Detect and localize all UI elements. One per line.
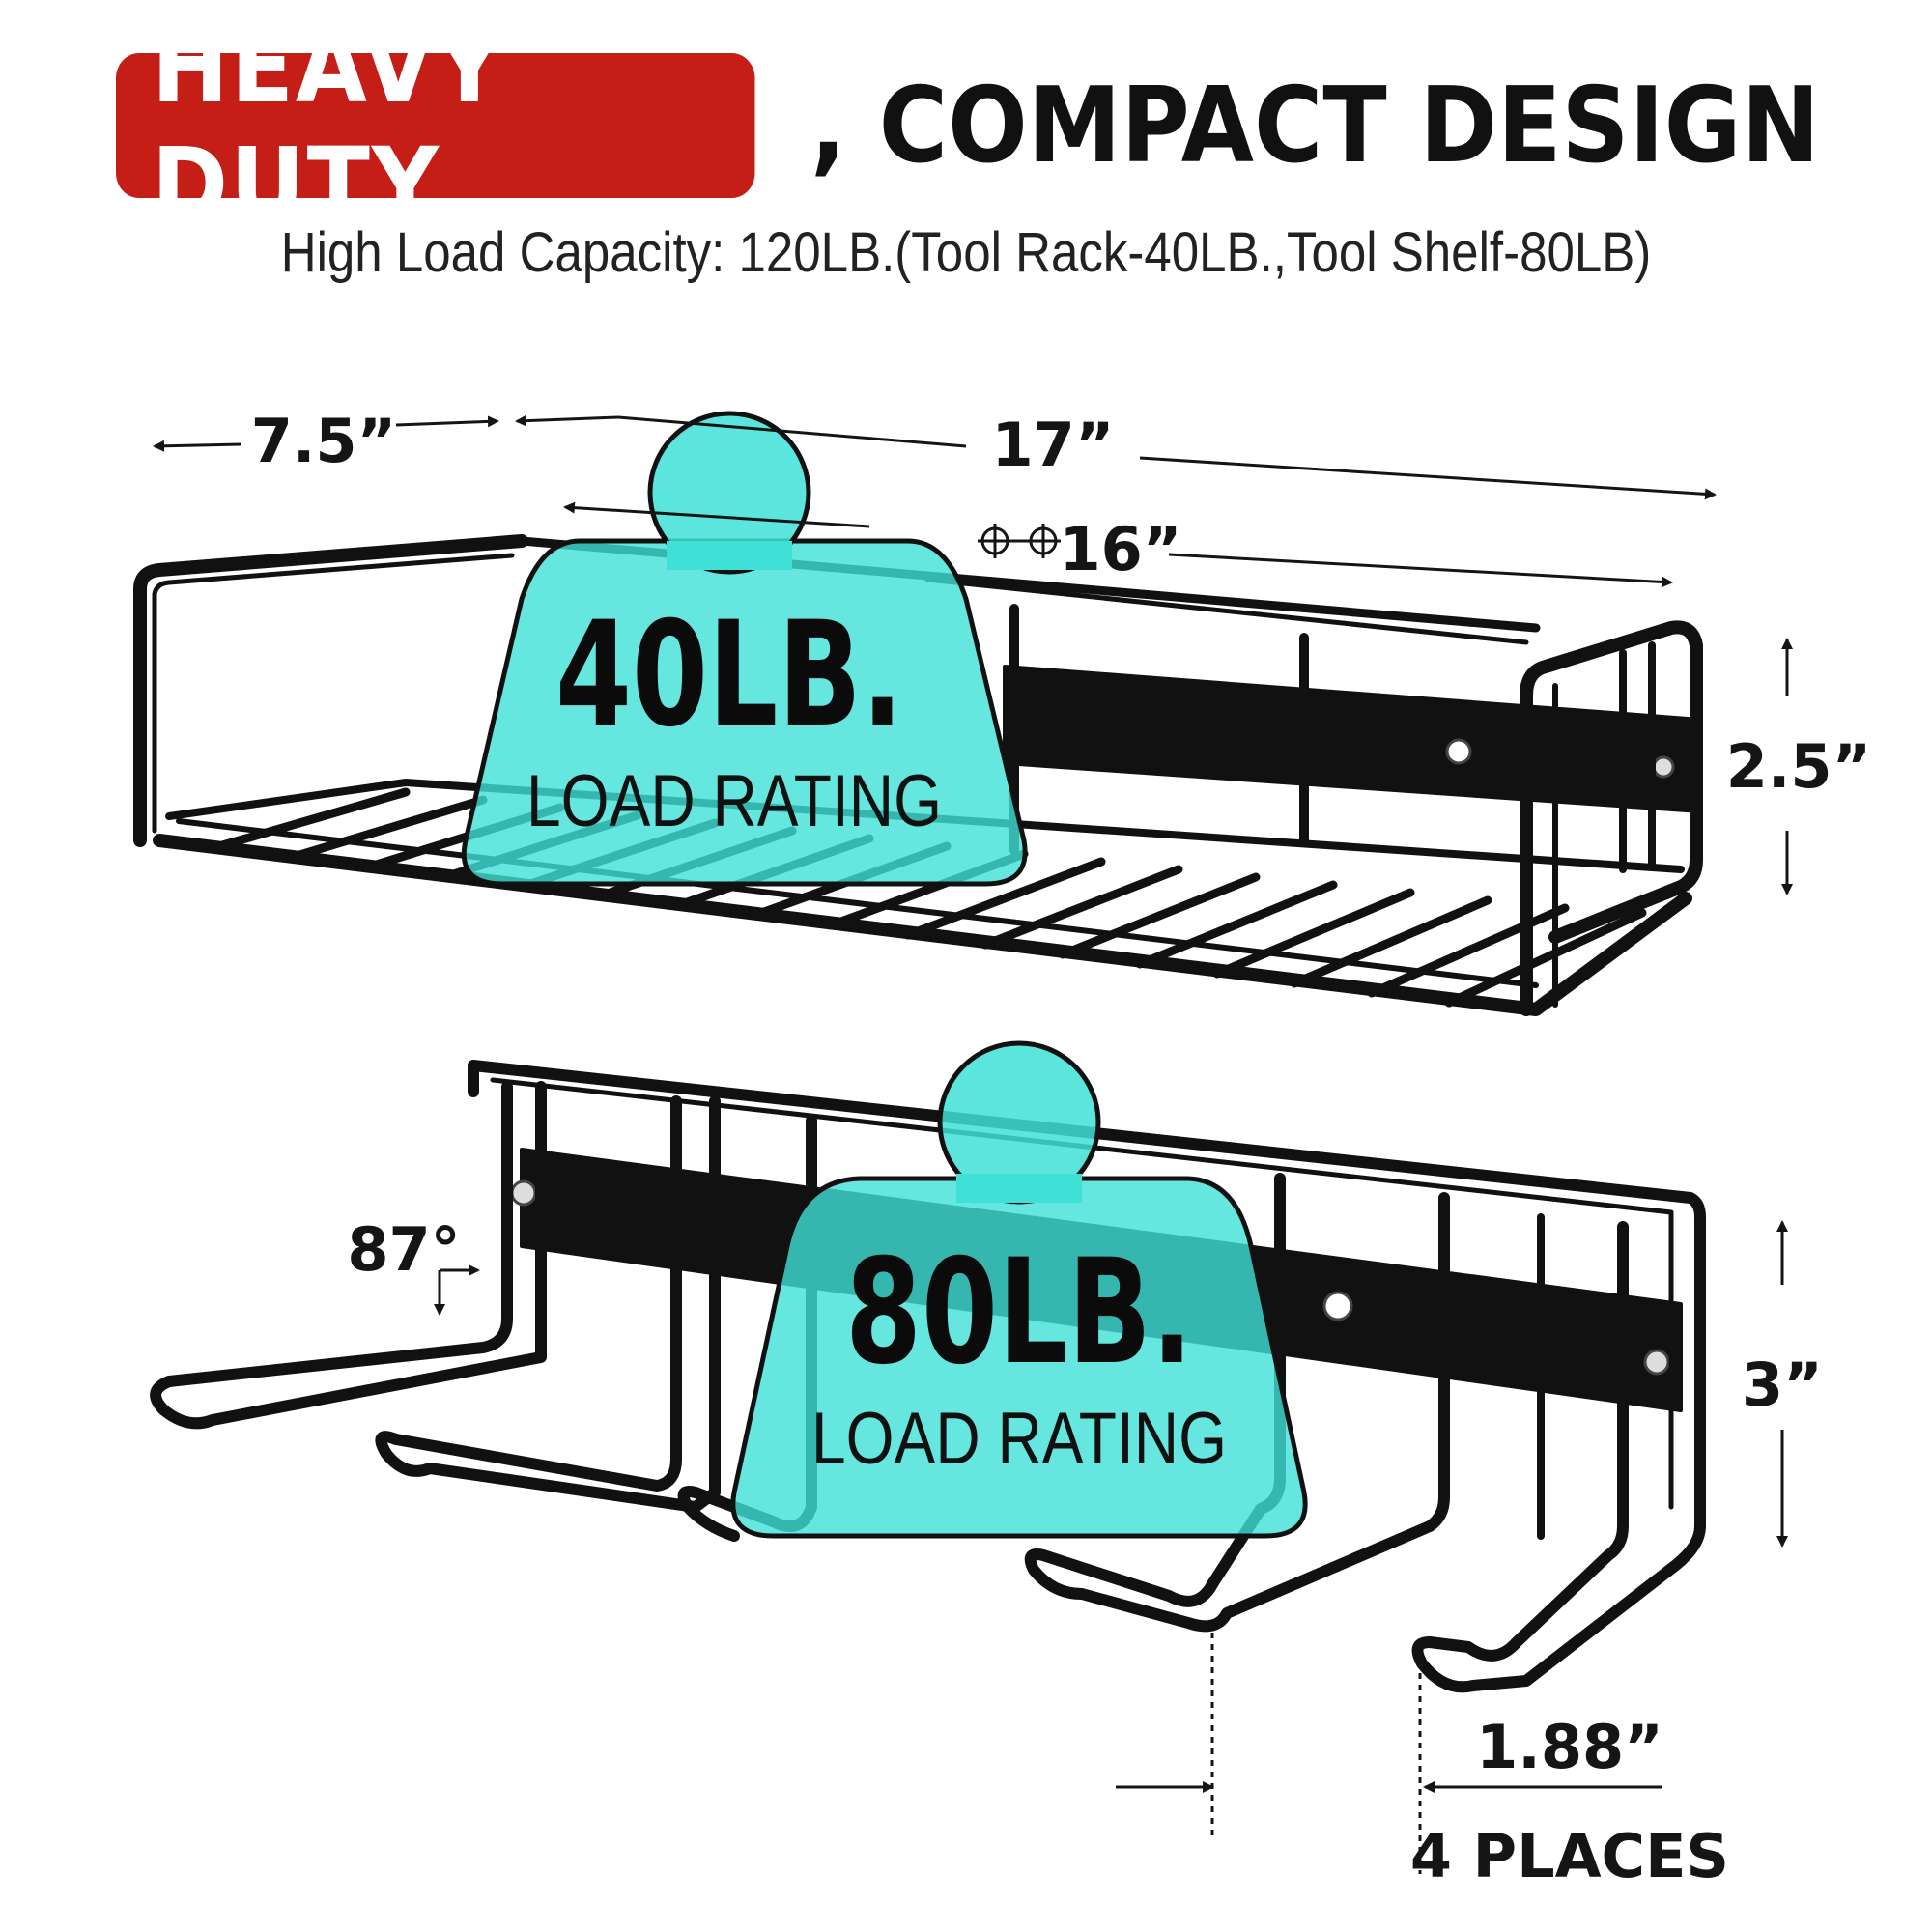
rack-angle-label: 87° bbox=[347, 1214, 460, 1285]
shelf-depth-label: 7.5” bbox=[251, 406, 397, 476]
hole-spacing-target-icon bbox=[978, 524, 1061, 558]
rack-gap-note: 4 PLACES bbox=[1410, 1821, 1729, 1891]
wire-shelf-illustration bbox=[133, 534, 1703, 1016]
load-capacity-subtitle: High Load Capacity: 120LB.(Tool Rack-40L… bbox=[280, 221, 1652, 284]
rack-gap-label: 1.88” bbox=[1476, 1712, 1663, 1782]
rack-height-label: 3” bbox=[1742, 1350, 1823, 1420]
weight-icon-40lb bbox=[461, 411, 1028, 887]
rack-load-rating-label: LOAD RATING bbox=[811, 1398, 1227, 1480]
shelf-hole-spacing-label: 16” bbox=[1059, 514, 1181, 584]
shelf-weight-value: 40LB. bbox=[555, 591, 903, 759]
shelf-load-rating-label: LOAD RATING bbox=[526, 760, 942, 842]
shelf-height-label: 2.5” bbox=[1726, 731, 1872, 802]
weight-icon-80lb bbox=[730, 1040, 1308, 1539]
shelf-length-label: 17” bbox=[991, 410, 1114, 480]
headline-title: , COMPACT DESIGN bbox=[810, 65, 1820, 186]
rack-weight-value: 80LB. bbox=[845, 1229, 1193, 1397]
